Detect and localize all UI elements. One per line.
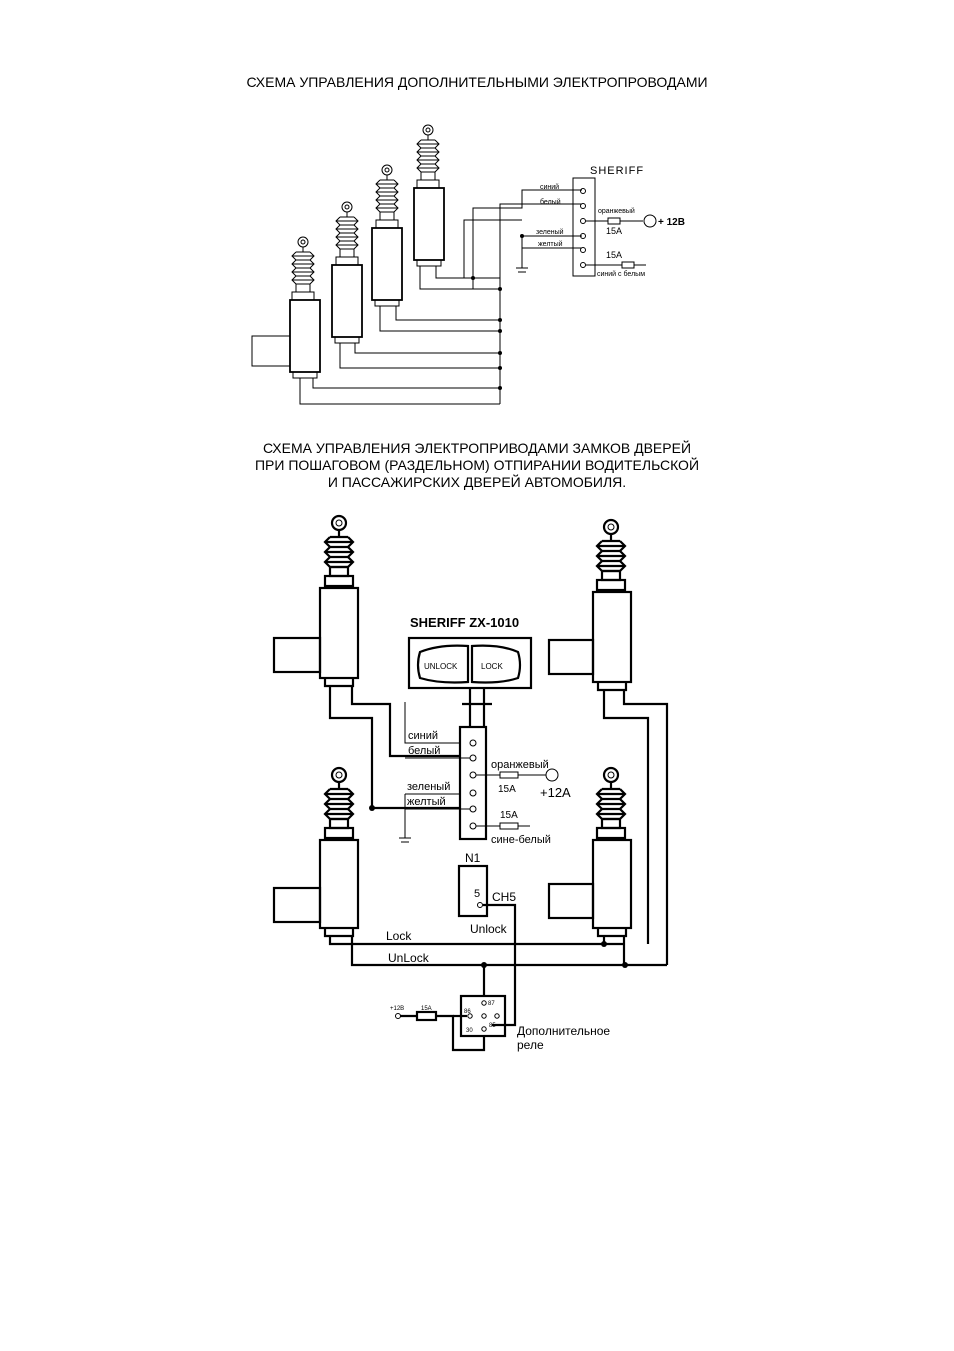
d2-connector-block [458,725,488,841]
additional-relay: 87 86 85 30 +12В 15A Дополнительное реле [390,965,613,1052]
d2-wire-white: белый [408,745,440,757]
d1-power-label: + 12В [658,217,685,228]
relay-pin86: 86 [464,1009,471,1015]
d2-fuse2-label: 15A [500,810,518,821]
d2-connector-pins [469,739,477,830]
remote-keyfob: UNLOCK LOCK [407,636,533,727]
actuator-front-right [547,518,633,692]
actuator-3 [371,164,403,307]
diagram2-title: СХЕМА УПРАВЛЕНИЯ ЭЛЕКТРОПРИВОДАМИ ЗАМКОВ… [254,440,700,490]
d2-power-wiring [476,768,559,830]
actuator-rear-right [547,766,633,938]
d1-wire-white: белый [540,198,561,206]
d2-pin-wires [405,757,470,810]
d1-wire-blue-white: синий с белым [597,270,645,278]
diagram1-title: СХЕМА УПРАВЛЕНИЯ ДОПОЛНИТЕЛЬНЫМИ ЭЛЕКТРО… [246,74,708,90]
d1-wire-blue: синий [540,183,559,191]
d1-power-wiring [586,214,657,269]
d1-fuse2 [621,261,635,269]
unlock-wire-label: Unlock [470,922,508,936]
d1-power-terminal [643,214,657,228]
relay-label: Дополнительное реле [517,1024,613,1052]
relay-pin87: 87 [488,1001,495,1007]
unlock-button[interactable] [416,644,470,684]
actuator-front-left [272,514,360,688]
relay-pin85: 85 [489,1023,496,1029]
actuator-rear-left [272,766,360,938]
n1-pin: 5 [474,888,480,900]
relay-pin30: 30 [466,1028,473,1034]
lock-bus-label: Lock [386,929,412,943]
d2-wire-yellow: желтый [407,796,446,808]
unlock-bus-label: UnLock [388,951,430,965]
actuator-1 [251,236,321,379]
d1-wire-orange: оранжевый [598,207,635,215]
relay-label-line2: реле [517,1038,544,1052]
relay-label-line1: Дополнительное [517,1024,610,1038]
d1-wire-green: зеленый [536,228,564,236]
d1-fuse1-label: 15A [606,226,622,236]
ch5-wire [483,903,517,1027]
relay-power-terminal [395,1013,401,1019]
diagram1-wiring [299,189,582,405]
unlock-button-label: UNLOCK [424,662,458,671]
relay-fuse-label: 15A [421,1006,432,1012]
lock-button[interactable] [470,644,522,684]
ch5-label: CH5 [492,890,516,904]
d2-power-label: +12A [540,785,571,800]
diagram2-actuator-wiring [328,686,669,967]
d2-wire-blue-white: сине-белый [491,834,551,846]
diagram1: SHERIFF синий белый зеленый желтый оранж… [251,124,685,405]
d1-fuse1 [607,217,621,225]
d1-connector-block [572,177,596,277]
diagram2: UNLOCK LOCK SHERIFF ZX-1010 синий белый … [272,514,669,1052]
actuator-4 [413,124,445,267]
d2-wire-blue: синий [408,730,438,742]
d2-fuse2 [499,822,519,830]
relay-power-label: +12В [390,1006,404,1012]
d2-wire-orange: оранжевый [491,759,549,771]
d2-power-terminal [545,768,559,782]
n1-block [457,864,489,918]
actuator-2 [331,201,363,344]
d1-brand: SHERIFF [590,165,644,177]
d2-fuse1-label: 15A [498,784,516,795]
d2-wire-green: зеленый [407,781,450,793]
lock-button-label: LOCK [481,662,503,671]
n1-label: N1 [465,851,481,865]
n1-pin-terminal [477,902,483,908]
junction-dots [471,234,524,390]
diagram2-thin-wiring [399,702,460,843]
d1-connector-pins [580,188,586,268]
d1-fuse2-label: 15A [606,250,622,260]
d1-wire-yellow: желтый [538,240,563,248]
relay-fuse [415,1010,438,1022]
d2-brand: SHERIFF ZX-1010 [410,615,519,630]
d2-fuse1 [499,771,519,779]
